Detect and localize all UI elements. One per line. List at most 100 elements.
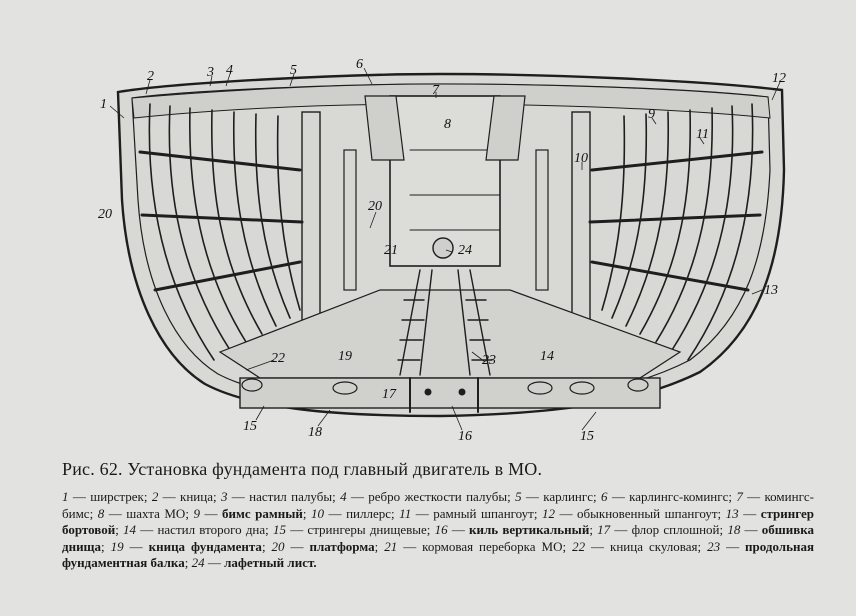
legend-text: кница [180,489,213,504]
legend-number: 7 [736,489,743,504]
legend-number: 14 [123,522,137,538]
hull-section-figure: 1 2 3 4 5 6 7 8 9 10 11 12 13 14 15 15 1… [98,57,786,444]
legend-item: 3 — настил палубы [220,489,333,504]
solid-floor [239,377,661,409]
legend-text: комингс-бимс [62,489,814,521]
legend-item: 12 — обыкновенный шпангоут [541,505,718,521]
figure-legend: 1 — ширстрек; 2 — кница; 3 — настил палу… [62,489,815,571]
legend-item: 22 — кница скуловая [572,538,698,554]
legend-text: шахта МО [126,505,186,521]
legend-number: 10 [311,505,325,521]
legend-number: 23 [707,538,721,554]
legend-item: 6 — карлингс-комингс [600,489,729,504]
figure-caption-title: Рис. 62. Установка фундамента под главны… [62,459,543,479]
legend-item: 24 — лафетный лист. [191,555,317,571]
callout-15-right: 15 [580,429,594,444]
callout-23: 23 [482,353,496,368]
legend-item: 9 — бимс рамный [193,505,303,521]
callout-21: 21 [384,243,398,258]
legend-text: киль вертикальный [469,522,590,538]
callout-13: 13 [764,283,778,298]
legend-text: настил второго дна [157,522,266,538]
legend-item: 8 — шахта МО [97,505,186,521]
legend-number: 5 [515,489,522,504]
callout-5: 5 [290,63,297,78]
legend-number: 21 [384,538,398,554]
callout-11: 11 [696,127,709,142]
legend-number: 8 [97,505,105,521]
callout-17: 17 [382,387,397,402]
legend-number: 9 [193,505,200,521]
legend-text: стрингер бортовой [62,505,814,538]
callout-1: 1 [100,97,107,112]
callout-7: 7 [432,83,440,98]
legend-number: 22 [572,538,586,554]
legend-text: продольная фундаментная балка [62,538,814,571]
legend-item: 11 — рамный шпангоут [399,505,534,521]
callout-19: 19 [338,349,352,364]
legend-number: 11 [399,505,412,521]
callout-16: 16 [458,429,472,444]
callout-4: 4 [226,63,233,78]
callout-8: 8 [444,117,451,132]
callouts: 1 2 3 4 5 6 7 8 9 10 11 12 13 14 15 15 1… [98,57,786,444]
legend-number: 17 [597,522,611,538]
legend-text: кница скуловая [610,538,698,554]
callout-14: 14 [540,349,554,364]
legend-text: флор сплошной [631,522,720,538]
legend-text: обыкновенный шпангоут [577,505,718,521]
legend-item: 18 — обшивка днища [62,522,815,554]
legend-number: 1 [62,489,69,504]
frames-right [601,103,754,361]
legend-number: 12 [541,505,555,521]
callout-18: 18 [308,425,322,440]
legend-text: лафетный лист. [224,555,317,571]
legend-item: 17 — флор сплошной [597,522,720,538]
legend-number: 13 [725,505,739,521]
legend-number: 18 [727,522,741,538]
legend-number: 15 [273,522,286,538]
legend-item: 16 — киль вертикальный [434,522,590,538]
legend-item: 14 — настил второго дна [123,522,266,538]
legend-number: 3 [220,489,228,504]
engine-foundation [397,269,493,376]
legend-text: ребро жесткости палубы [368,489,508,504]
callout-3: 3 [206,65,214,80]
callout-2: 2 [147,69,154,84]
pillar-left [301,111,321,343]
legend-number: 20 [271,538,285,554]
legend-text: стрингеры днищевые [307,522,427,538]
hull-drawing [116,72,786,418]
legend-text: настил палубы [249,489,333,504]
pillar-right [571,111,591,343]
legend-item: 19 — кница фундамента [110,538,262,554]
callout-9: 9 [648,107,655,122]
legend-text: ширстрек [90,489,144,504]
callout-22: 22 [271,351,285,366]
legend-item: 15 — стрингеры днищевые [273,522,427,538]
callout-10: 10 [574,151,588,166]
leader-lines [109,67,781,431]
frames-left [148,103,301,361]
legend-text: обшивка днища [62,522,815,554]
legend-text: кница фундамента [148,538,262,554]
callout-6: 6 [356,57,363,72]
legend-number: 4 [340,489,347,504]
legend-item: 1 — ширстрек [62,489,144,504]
callout-20-left: 20 [98,207,112,222]
legend-text: рамный шпангоут [433,505,534,521]
legend-text: бимс рамный [222,505,303,521]
callout-24: 24 [458,243,472,258]
legend-item: 5 — карлингс [515,489,593,504]
legend-number: 16 [434,522,448,538]
legend-item: 2 — кница [151,489,213,504]
side-stringers [138,150,764,292]
callout-12: 12 [772,71,786,86]
legend-text: пиллерс [346,505,392,521]
legend-item: 20 — платформа [271,538,375,554]
legend-item: 23 — продольная фундаментная балка [62,538,814,571]
callout-20-mid: 20 [368,199,382,214]
callout-15-left: 15 [243,419,257,434]
legend-item: 13 — стрингер бортовой [62,505,814,538]
legend-text: карлингс [543,489,593,504]
